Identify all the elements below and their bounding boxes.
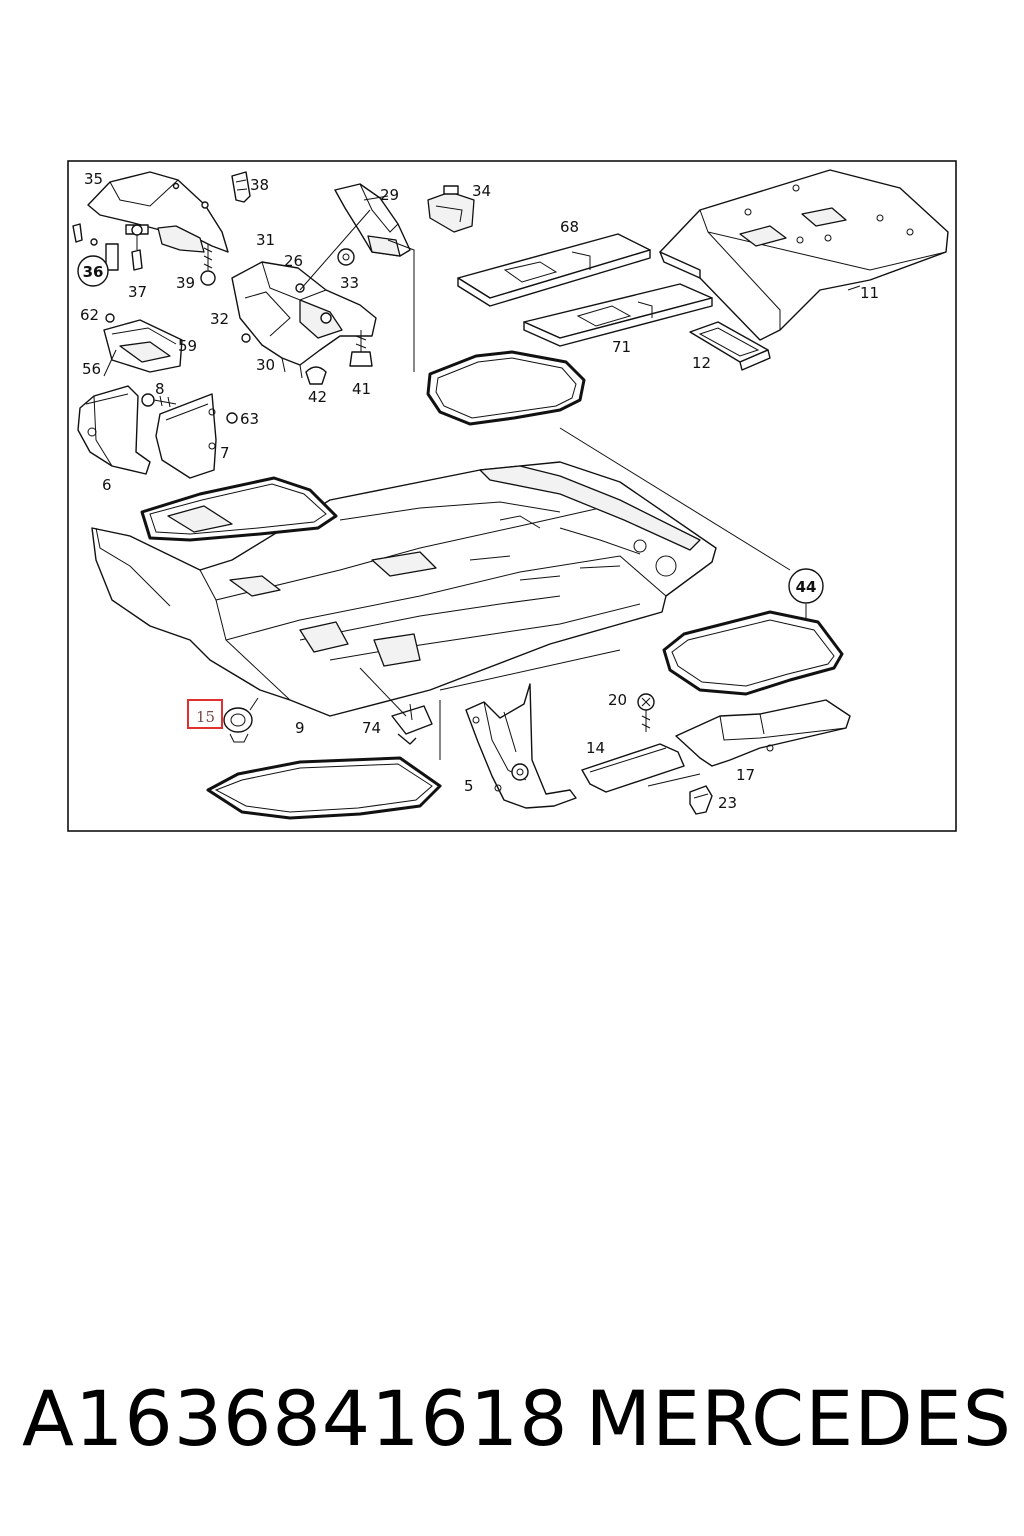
- part-29-bracket: [334, 183, 411, 257]
- part-floor-mat-rear-right: [662, 610, 844, 696]
- part-34-bracket: [427, 185, 475, 233]
- callout-63: 63: [240, 410, 259, 428]
- callout-35: 35: [84, 170, 103, 188]
- leader-lower-mat: [439, 649, 621, 760]
- callout-62: 62: [80, 306, 99, 324]
- callout-32: 32: [210, 310, 229, 328]
- part-17-rear-trim: [675, 699, 851, 767]
- part-9-floor-pan: [91, 461, 717, 717]
- part-74-clip: [391, 703, 433, 745]
- part-caption: A1636841618 MERCEDES: [22, 1368, 1012, 1468]
- callout-36: 36: [83, 263, 104, 281]
- leader-11: [847, 285, 861, 291]
- part-20-screw: [637, 693, 655, 732]
- callout-71: 71: [612, 338, 631, 356]
- brand-name: MERCEDES: [585, 1373, 1012, 1463]
- callout-11: 11: [860, 284, 879, 302]
- part-59-62-56-brackets: [103, 313, 183, 377]
- callout-29: 29: [380, 186, 399, 204]
- part-5-bracket: [465, 683, 577, 809]
- part-71-panel: [523, 283, 713, 347]
- part-33-nut: [337, 248, 355, 266]
- highlight-box-15: [187, 699, 223, 729]
- callout-30: 30: [256, 356, 275, 374]
- callout-41: 41: [352, 380, 371, 398]
- callout-23: 23: [718, 794, 737, 812]
- callout-59: 59: [178, 337, 197, 355]
- leader-44-upper: [559, 427, 791, 571]
- callout-42: 42: [308, 388, 327, 406]
- leader-29: [299, 195, 389, 291]
- callout-68: 68: [560, 218, 579, 236]
- callout-74: 74: [362, 719, 381, 737]
- callout-37: 37: [128, 283, 147, 301]
- callout-15: 15: [196, 708, 215, 726]
- callout-38: 38: [250, 176, 269, 194]
- part-6-side-trim: [77, 385, 151, 475]
- callout-26: 26: [284, 252, 303, 270]
- part-8-screw: [141, 393, 177, 408]
- part-15-plug: [223, 697, 259, 743]
- callout-44-circle: [788, 568, 824, 604]
- part-42-plug: [305, 366, 327, 385]
- callout-44: 44: [796, 578, 817, 596]
- callout-5: 5: [464, 777, 474, 795]
- part-14-trim-strip: [581, 743, 701, 793]
- callout-33: 33: [340, 274, 359, 292]
- part-38-clip: [231, 171, 251, 203]
- callout-56: 56: [82, 360, 101, 378]
- callout-labels: 35 38 29 34 31 26 36 37 39 33 68 11 32 6…: [77, 170, 879, 812]
- callout-6: 6: [102, 476, 112, 494]
- part-68-panel: [457, 233, 651, 307]
- part-23-clip: [689, 785, 713, 815]
- callout-12: 12: [692, 354, 711, 372]
- callout-7: 7: [220, 444, 230, 462]
- callout-31: 31: [256, 231, 275, 249]
- callout-36-circle: [77, 255, 109, 287]
- part-number: A1636841618: [22, 1373, 569, 1463]
- callout-9: 9: [295, 719, 305, 737]
- part-7-side-trim: [155, 393, 238, 479]
- leader-34: [387, 239, 415, 372]
- part-35-trim-panel: [87, 171, 229, 253]
- callout-34: 34: [472, 182, 491, 200]
- callout-39: 39: [176, 274, 195, 292]
- part-39-screw: [200, 244, 216, 286]
- part-floor-mat-front-bottom: [206, 756, 442, 820]
- part-11-rear-floor: [659, 169, 949, 341]
- diagram-frame: [67, 160, 957, 832]
- part-floor-mat-front-left: [140, 476, 338, 542]
- part-41-screw: [349, 330, 373, 367]
- callout-20: 20: [608, 691, 627, 709]
- leader-74: [359, 667, 407, 717]
- callout-17: 17: [736, 766, 755, 784]
- part-12-frame: [689, 321, 771, 371]
- callout-14: 14: [586, 739, 605, 757]
- part-floor-mat-upper: [426, 350, 586, 426]
- part-36-37-fasteners: [72, 223, 143, 271]
- part-31-console-assembly: [231, 261, 377, 379]
- callout-8: 8: [155, 380, 165, 398]
